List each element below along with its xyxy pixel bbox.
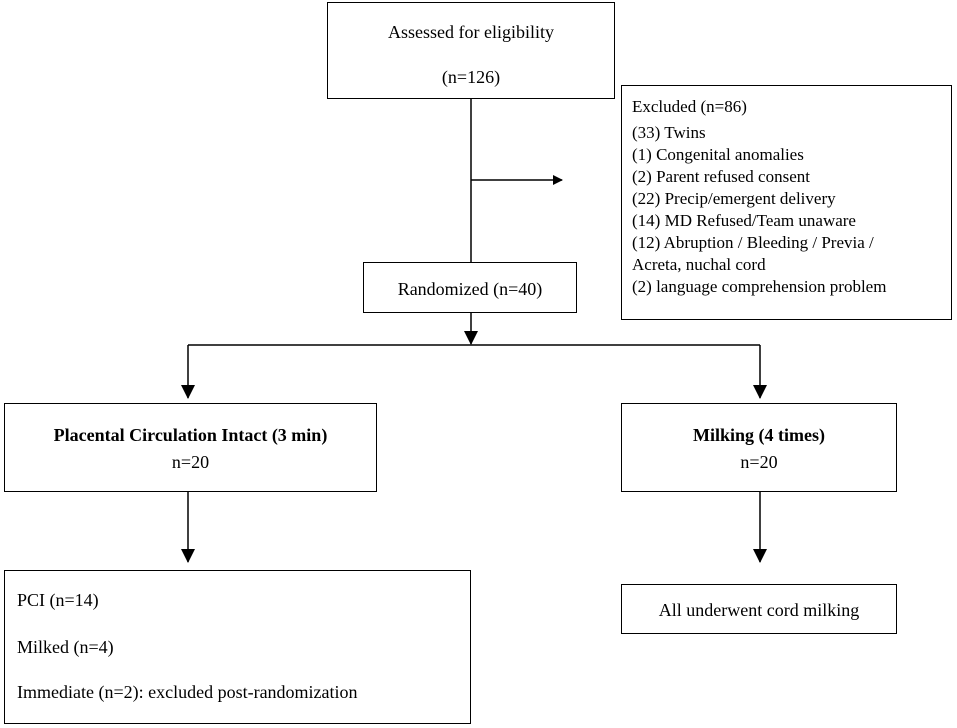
excluded-reasons-list: (33) Twins (1) Congenital anomalies (2) … <box>632 122 886 298</box>
right-arm-box: Milking (4 times) n=20 <box>621 403 897 492</box>
right-outcome-box: All underwent cord milking <box>621 584 897 634</box>
outcome-milked: Milked (n=4) <box>17 637 114 657</box>
assessed-title: Assessed for eligibility <box>388 22 554 42</box>
assessed-count: (n=126) <box>441 67 501 87</box>
outcome-immediate: Immediate (n=2): excluded post-randomiza… <box>17 682 358 702</box>
excluded-title: Excluded (n=86) <box>632 97 747 116</box>
randomized-box: Randomized (n=40) <box>363 262 577 313</box>
assessed-box: Assessed for eligibility (n=126) <box>327 2 615 99</box>
outcome-pci: PCI (n=14) <box>17 590 99 610</box>
excluded-reason: (12) Abruption / Bleeding / Previa / <box>632 233 874 252</box>
excluded-reason: (2) Parent refused consent <box>632 167 810 186</box>
excluded-reason: (33) Twins <box>632 123 706 142</box>
left-arm-count: n=20 <box>171 452 210 472</box>
excluded-reason: (14) MD Refused/Team unaware <box>632 211 856 230</box>
excluded-reason: Acreta, nuchal cord <box>632 255 766 274</box>
excluded-box: Excluded (n=86) (33) Twins (1) Congenita… <box>621 85 952 320</box>
randomized-label: Randomized (n=40) <box>397 279 543 299</box>
left-outcomes-box: PCI (n=14) Milked (n=4) Immediate (n=2):… <box>4 570 471 724</box>
right-arm-count: n=20 <box>740 452 778 472</box>
excluded-reason: (2) language comprehension problem <box>632 277 887 296</box>
left-arm-box: Placental Circulation Intact (3 min) n=2… <box>4 403 377 492</box>
left-arm-title: Placental Circulation Intact (3 min) <box>53 425 328 445</box>
excluded-reason: (22) Precip/emergent delivery <box>632 189 836 208</box>
excluded-reason: (1) Congenital anomalies <box>632 145 804 164</box>
right-outcome-label: All underwent cord milking <box>658 600 860 620</box>
right-arm-title: Milking (4 times) <box>693 425 825 445</box>
